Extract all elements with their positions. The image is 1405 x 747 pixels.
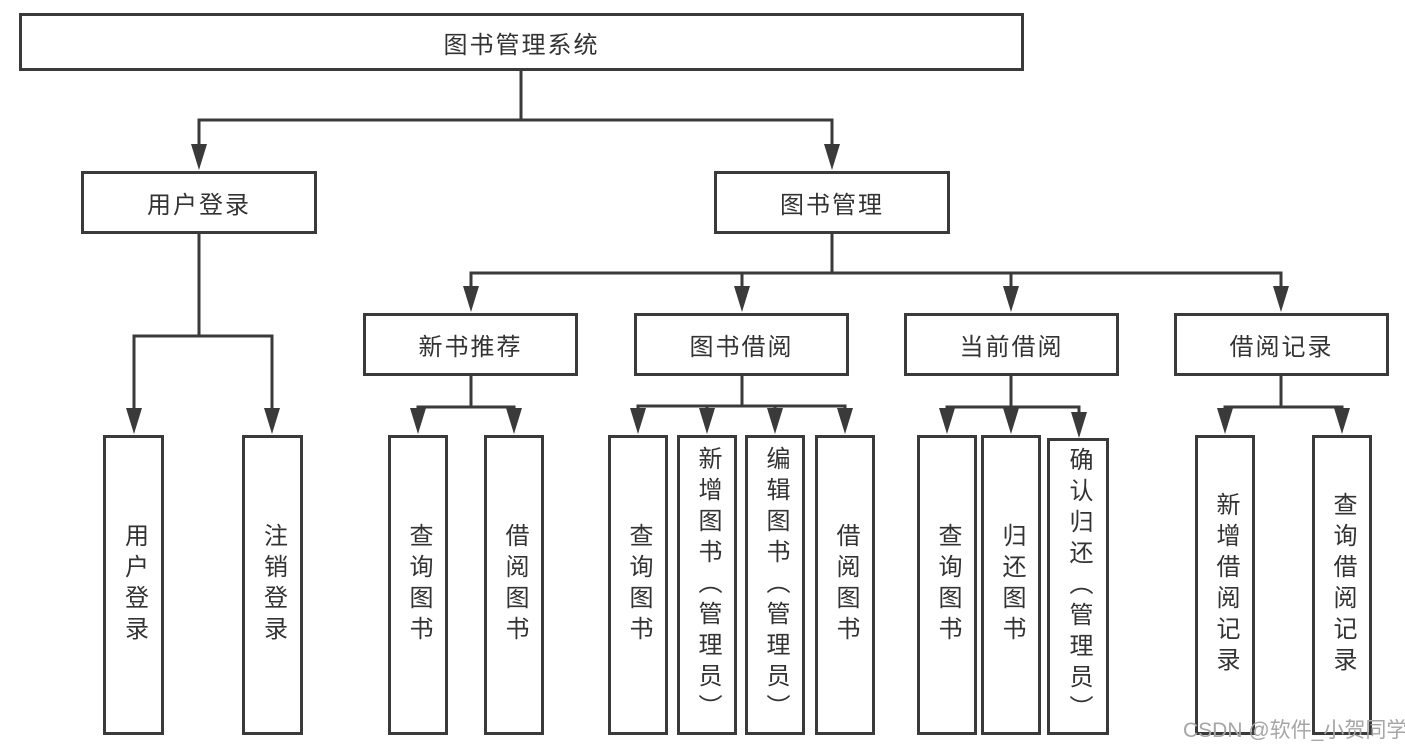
node-borrow-books: 借阅图书 <box>815 435 875 735</box>
node-library-system: 图书管理系统 <box>19 13 1024 71</box>
node-logout: 注销登录 <box>242 435 303 735</box>
node-confirm-return-admin: 确认归还（管理员） <box>1047 438 1109 735</box>
node-query-books-current: 查询图书 <box>917 435 977 735</box>
node-user-login-group: 用户登录 <box>81 171 317 234</box>
node-query-books-recommend: 查询图书 <box>388 435 448 735</box>
node-new-book-recommend: 新书推荐 <box>363 313 578 376</box>
csdn-watermark: CSDN @软件_小贺同学 <box>1183 719 1405 742</box>
node-query-books-borrowing: 查询图书 <box>608 435 668 735</box>
node-book-borrowing: 图书借阅 <box>634 313 849 376</box>
node-borrowing-records: 借阅记录 <box>1174 313 1389 376</box>
node-borrow-books-recommend: 借阅图书 <box>484 435 544 735</box>
node-add-borrow-record: 新增借阅记录 <box>1195 435 1255 735</box>
node-query-borrow-record: 查询借阅记录 <box>1312 435 1372 735</box>
node-return-books: 归还图书 <box>981 435 1041 735</box>
node-add-books-admin: 新增图书（管理员） <box>677 435 737 735</box>
arrowheads <box>126 144 1350 438</box>
node-user-login: 用户登录 <box>103 435 164 735</box>
node-book-management: 图书管理 <box>714 171 950 234</box>
node-edit-books-admin: 编辑图书（管理员） <box>745 435 805 735</box>
node-current-borrowing: 当前借阅 <box>904 313 1119 376</box>
